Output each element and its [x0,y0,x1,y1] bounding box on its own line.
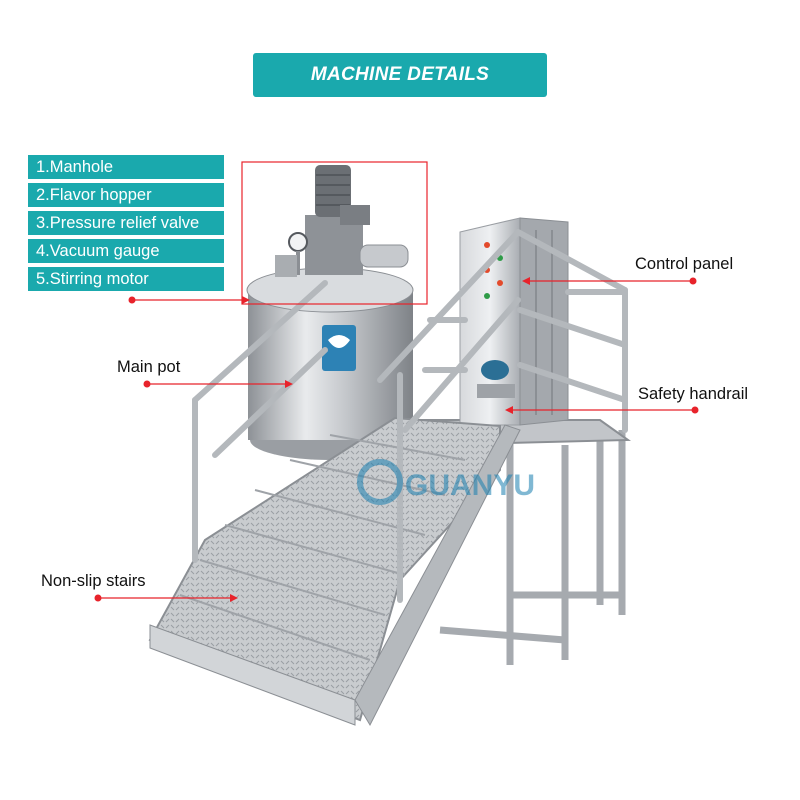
callout-label-safety-handrail: Safety handrail [638,385,749,403]
pot-top-fittings [275,165,409,277]
watermark-logo: GUANYU [357,459,535,505]
title-banner: MACHINE DETAILS [253,53,547,97]
watermark-text: GUANYU [405,469,535,502]
part-item-vacuum-gauge: 4.Vacuum gauge [28,239,224,263]
non-slip-stairs [148,416,521,727]
part-item-pressure-relief-valve: 3.Pressure relief valve [28,211,224,235]
callout-label-main-pot: Main pot [117,358,181,376]
callout-label-non-slip-stairs: Non-slip stairs [41,572,146,590]
callout-label-control-panel: Control panel [635,255,734,273]
callouts [94,277,699,602]
main-pot [246,267,414,460]
part-item-stirring-motor: 5.Stirring motor [28,267,224,291]
detail-highlight-box [241,161,428,305]
platform-frame [439,430,626,665]
page-title: MACHINE DETAILS [310,64,490,85]
part-item-manhole: 1.Manhole [28,155,224,179]
part-item-flavor-hopper: 2.Flavor hopper [28,183,224,207]
control-panel-cabinet [459,217,569,426]
parts-list: 1.Manhole 2.Flavor hopper 3.Pressure rel… [28,155,224,295]
